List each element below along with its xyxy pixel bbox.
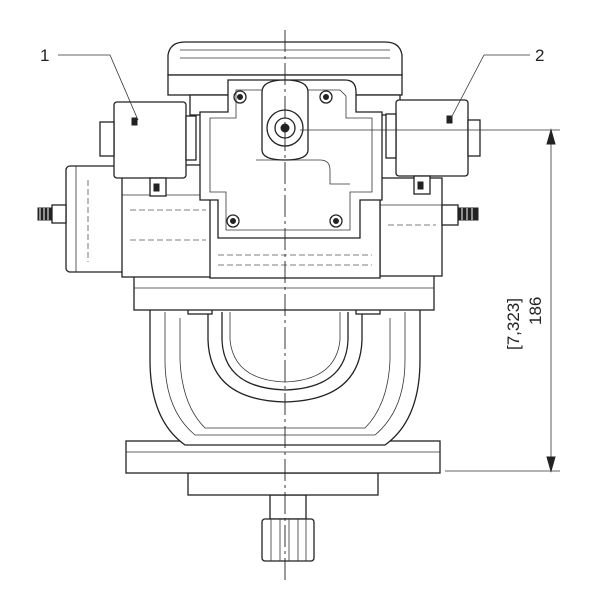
splined-shaft <box>261 494 315 562</box>
callout-2-leader-diag <box>449 54 485 121</box>
solenoid-left <box>99 101 197 197</box>
dimension-value-in: [7,323] <box>504 298 523 350</box>
dimension-height <box>300 128 560 473</box>
control-block-right <box>379 177 479 277</box>
callout-1-label: 1 <box>40 46 49 65</box>
dimension-value-mm: 186 <box>526 297 545 325</box>
mounting-flange <box>125 440 441 496</box>
pump-housing <box>133 274 435 446</box>
callout-2-label: 2 <box>535 46 544 65</box>
callout-1-leader-diag <box>109 54 139 121</box>
control-block-left <box>37 164 215 278</box>
solenoid-right <box>385 99 481 195</box>
